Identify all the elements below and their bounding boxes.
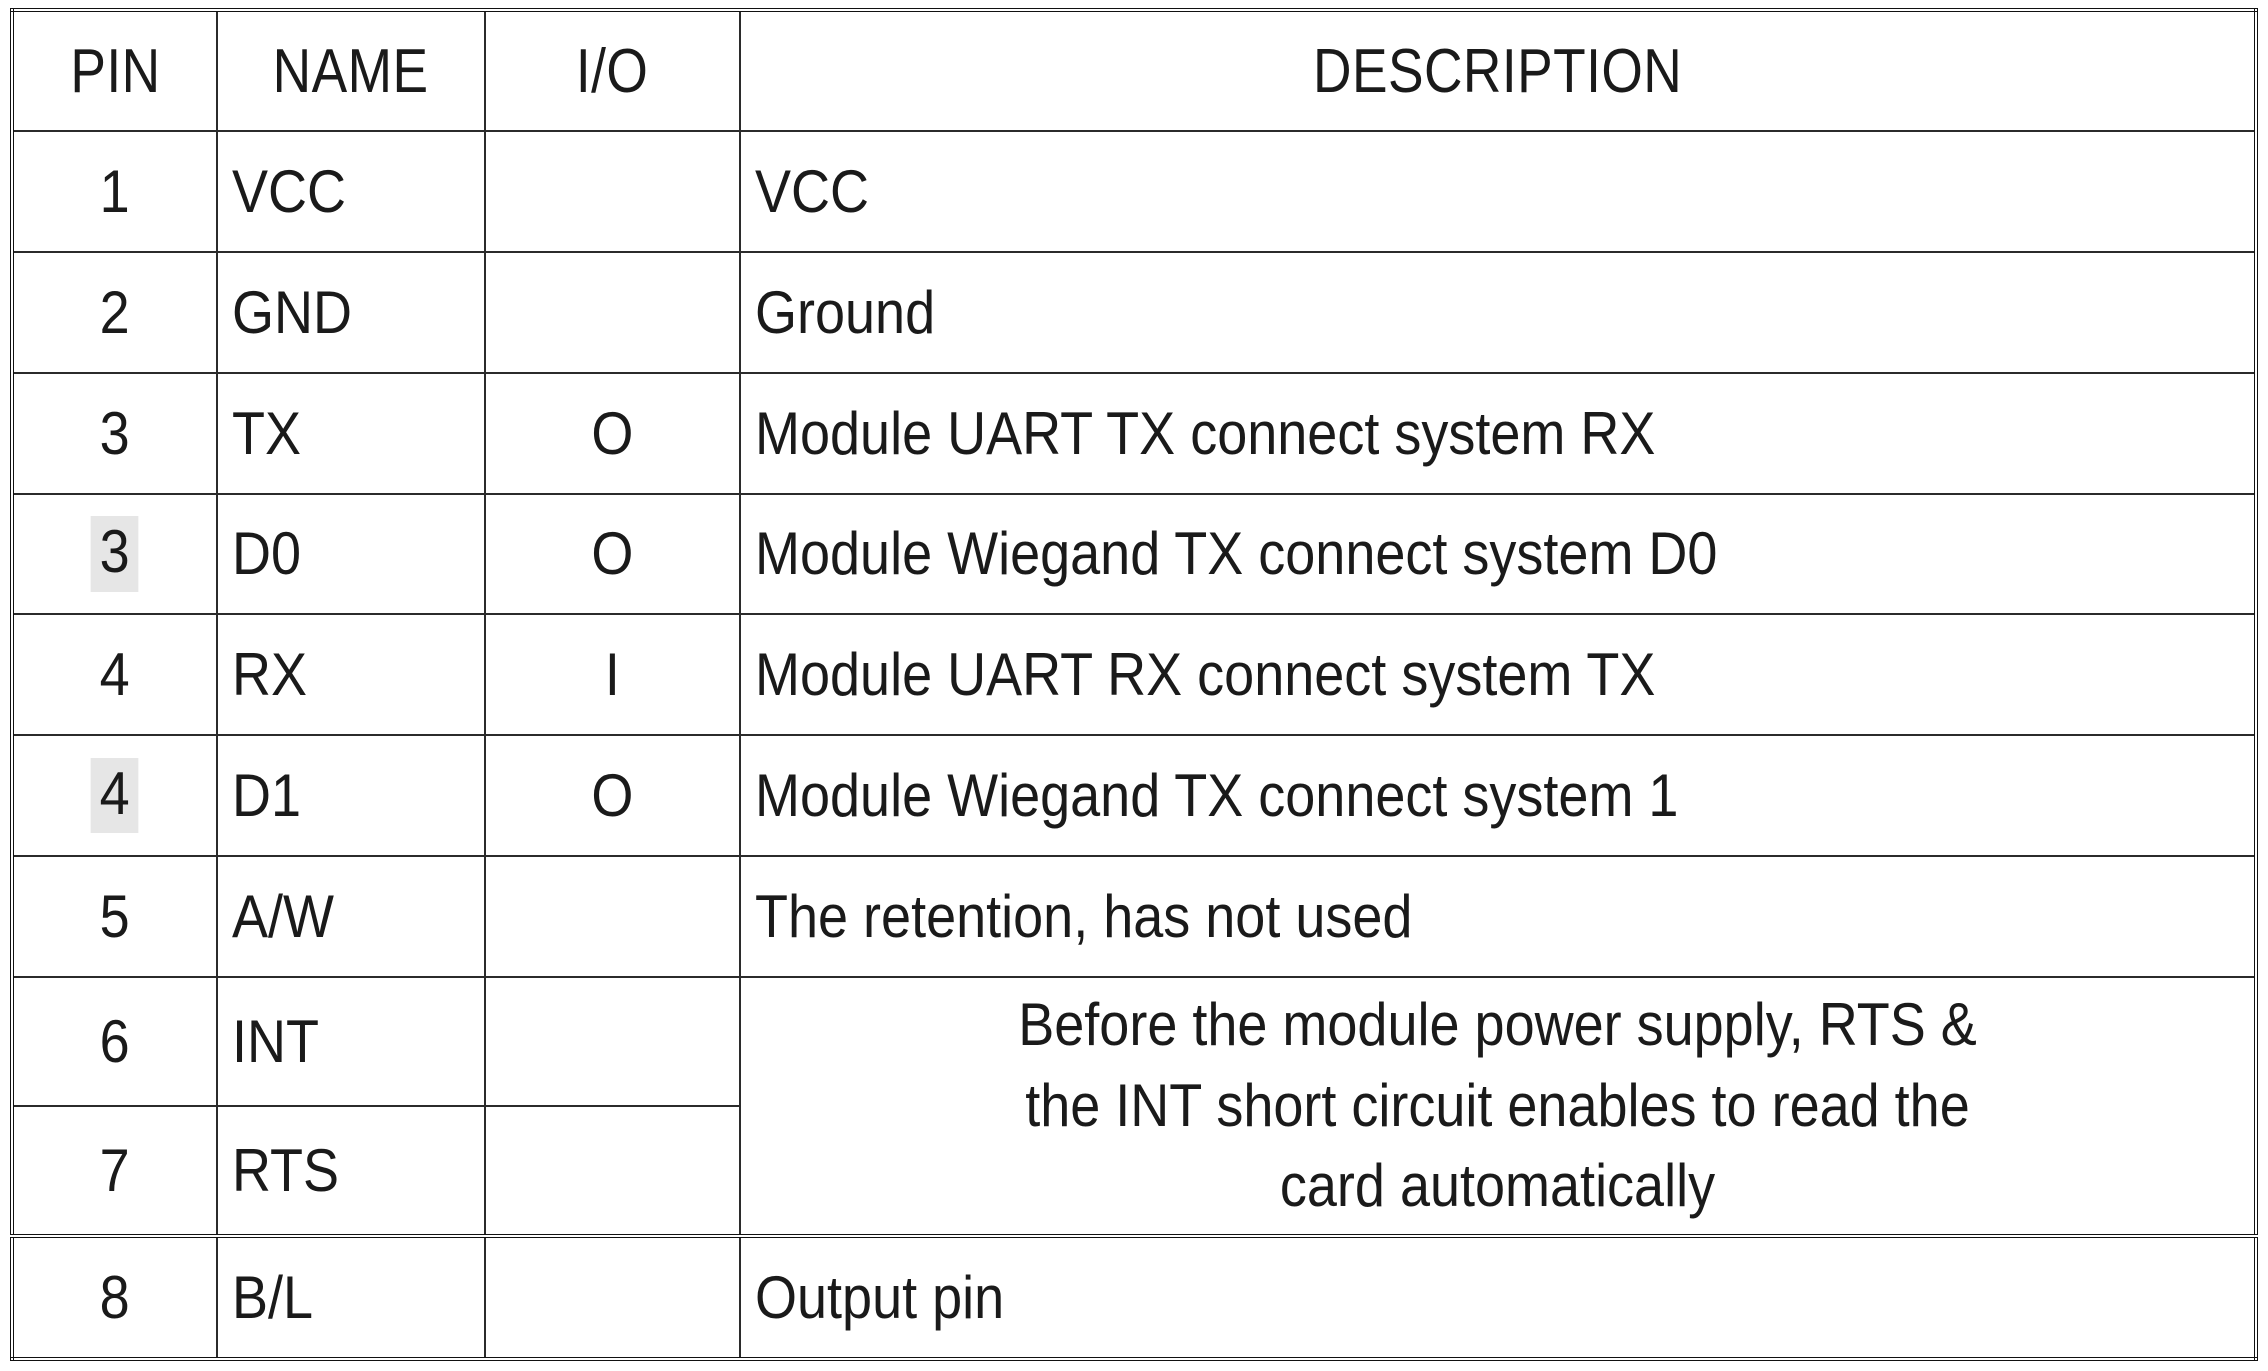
- pin-value-highlighted: 3: [90, 516, 140, 592]
- cell-io: O: [484, 734, 741, 858]
- cell-pin: 6: [11, 976, 218, 1107]
- cell-description: Module UART TX connect system RX: [739, 371, 2257, 495]
- description-value: Module Wiegand TX connect system 1: [755, 762, 1679, 830]
- cell-pin: 7: [11, 1104, 218, 1237]
- pin-value: 4: [99, 641, 131, 709]
- pin-value: 8: [99, 1263, 131, 1331]
- cell-description: Ground: [739, 250, 2257, 374]
- cell-name: GND: [216, 250, 486, 374]
- description-value: Module UART RX connect system TX: [755, 641, 1656, 709]
- cell-pin: 1: [11, 130, 218, 253]
- cell-pin: 8: [11, 1233, 218, 1361]
- table-header: PIN NAME I/O DESCRIPTION: [11, 9, 2257, 132]
- cell-description-merged: Before the module power supply, RTS & th…: [739, 976, 2257, 1237]
- pin-value: 2: [99, 278, 131, 346]
- io-value: O: [591, 520, 634, 588]
- cell-name: INT: [216, 976, 486, 1107]
- name-value: GND: [232, 278, 353, 346]
- table-row: 2 GND Ground: [11, 250, 2257, 374]
- io-value: O: [591, 762, 634, 830]
- column-header-name-label: NAME: [273, 36, 429, 106]
- column-header-io-label: I/O: [576, 36, 649, 106]
- table-row: 4 RX I Module UART RX connect system TX: [11, 613, 2257, 737]
- table-row: 7 RTS: [11, 1104, 2256, 1237]
- description-value: Module Wiegand TX connect system D0: [755, 520, 1718, 588]
- name-value: A/W: [232, 882, 334, 950]
- description-value: The retention, has not used: [755, 882, 1413, 950]
- table-body: 1 VCC VCC 2 GND Ground 3 TX O Module UAR…: [11, 130, 2257, 1361]
- cell-name: VCC: [216, 130, 486, 253]
- cell-pin: 5: [11, 855, 218, 979]
- cell-description: Module Wiegand TX connect system D0: [739, 492, 2257, 616]
- description-value: Module UART TX connect system RX: [755, 399, 1656, 467]
- pin-description-table: PIN NAME I/O DESCRIPTION 1 VCC VCC: [10, 8, 2258, 1361]
- description-line-2: the INT short circuit enables to read th…: [1025, 1071, 1970, 1139]
- description-value: Ground: [755, 278, 936, 346]
- cell-pin: 4: [11, 734, 218, 858]
- cell-io: [484, 130, 741, 253]
- cell-io: O: [484, 371, 741, 495]
- name-value: RX: [232, 641, 308, 709]
- cell-io: [484, 1233, 741, 1361]
- table-header-row: PIN NAME I/O DESCRIPTION: [11, 9, 2257, 132]
- description-value: VCC: [755, 157, 870, 225]
- pin-value-highlighted: 4: [90, 758, 140, 834]
- cell-description: Module Wiegand TX connect system 1: [739, 734, 2257, 858]
- cell-description: Module UART RX connect system TX: [739, 613, 2257, 737]
- cell-pin: 3: [11, 492, 218, 616]
- cell-io: [484, 976, 741, 1107]
- cell-pin: 2: [11, 250, 218, 374]
- name-value: RTS: [232, 1136, 340, 1204]
- cell-description: Output pin: [739, 1233, 2257, 1361]
- cell-io: I: [484, 613, 741, 737]
- column-header-pin: PIN: [11, 9, 218, 132]
- name-value: TX: [232, 399, 302, 467]
- cell-name: B/L: [216, 1233, 486, 1361]
- column-header-name: NAME: [216, 9, 486, 132]
- table-row: 4 D1 O Module Wiegand TX connect system …: [11, 734, 2257, 858]
- column-header-description: DESCRIPTION: [739, 9, 2257, 132]
- table-row: 8 B/L Output pin: [11, 1233, 2257, 1361]
- cell-io: [484, 1104, 741, 1237]
- table-row: 6 INT Before the module power supply, RT…: [11, 976, 2257, 1237]
- io-value: O: [591, 399, 634, 467]
- cell-description: VCC: [739, 130, 2257, 253]
- pin-value: 3: [99, 399, 131, 467]
- cell-io: [484, 250, 741, 374]
- description-line-1: Before the module power supply, RTS &: [1018, 991, 1977, 1059]
- column-header-description-label: DESCRIPTION: [1312, 36, 1683, 106]
- cell-io: O: [484, 492, 741, 616]
- name-value: VCC: [232, 157, 347, 225]
- cell-name: A/W: [216, 855, 486, 979]
- table-row: 5 A/W The retention, has not used: [11, 855, 2257, 979]
- cell-io: [484, 855, 741, 979]
- cell-pin: 4: [11, 613, 218, 737]
- cell-name: D1: [216, 734, 486, 858]
- table-row: 1 VCC VCC: [11, 130, 2257, 253]
- column-header-io: I/O: [484, 9, 741, 132]
- cell-name: TX: [216, 371, 486, 495]
- pin-value: 5: [99, 882, 131, 950]
- pin-value: 7: [99, 1136, 131, 1204]
- description-line-3: card automatically: [1279, 1152, 1716, 1220]
- description-value: Output pin: [755, 1263, 1005, 1331]
- name-value: B/L: [232, 1263, 314, 1331]
- column-header-pin-label: PIN: [69, 36, 161, 106]
- name-value: D0: [232, 520, 302, 588]
- cell-pin: 3: [11, 371, 218, 495]
- cell-description: The retention, has not used: [739, 855, 2257, 979]
- name-value: D1: [232, 762, 302, 830]
- cell-name: RTS: [216, 1104, 486, 1237]
- io-value: I: [604, 641, 620, 709]
- table-row: 3 TX O Module UART TX connect system RX: [11, 371, 2257, 495]
- cell-name: RX: [216, 613, 486, 737]
- pin-value: 6: [99, 1007, 131, 1075]
- cell-name: D0: [216, 492, 486, 616]
- table-row: 3 D0 O Module Wiegand TX connect system …: [11, 492, 2257, 616]
- name-value: INT: [232, 1007, 319, 1075]
- pin-value: 1: [99, 157, 131, 225]
